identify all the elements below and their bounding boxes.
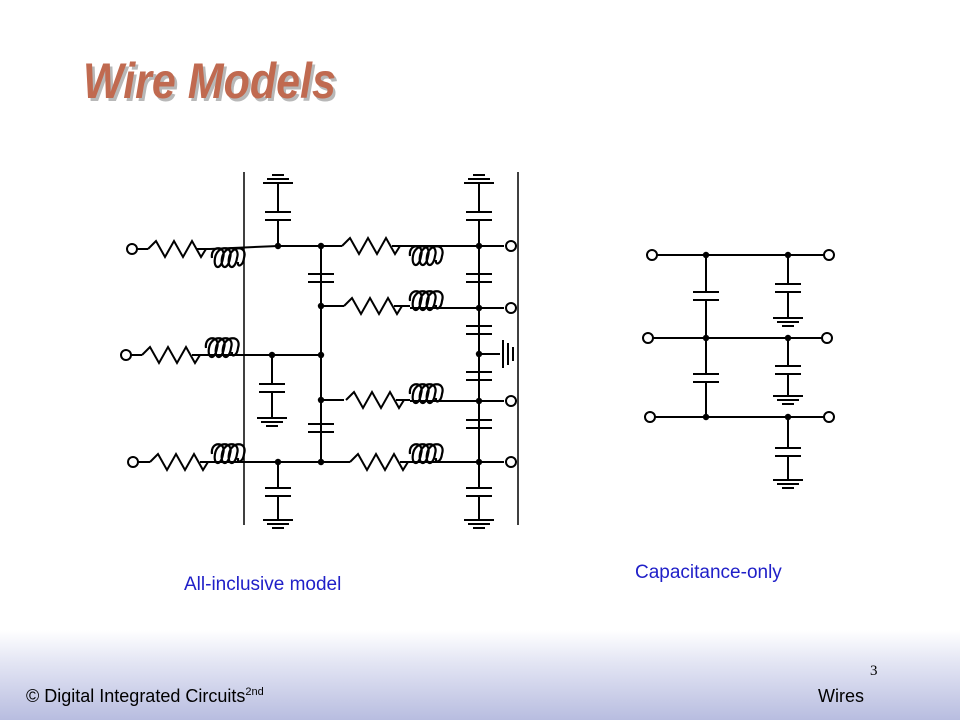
footer-course-text: © Digital Integrated Circuits [26, 686, 246, 706]
circuit-diagrams [120, 172, 835, 529]
footer-edition: 2nd [245, 686, 264, 698]
all-inclusive-model [120, 172, 519, 529]
capacitance-only-model [642, 249, 835, 489]
capacitance-only-caption: Capacitance-only [635, 562, 782, 583]
page-number: 3 [870, 663, 878, 679]
footer-course: © Digital Integrated Circuits2nd [26, 686, 264, 707]
footer-bar [0, 630, 960, 720]
all-inclusive-caption: All-inclusive model [184, 574, 342, 595]
slide-title: Wire Models [83, 53, 336, 109]
footer-section: Wires [818, 686, 864, 706]
